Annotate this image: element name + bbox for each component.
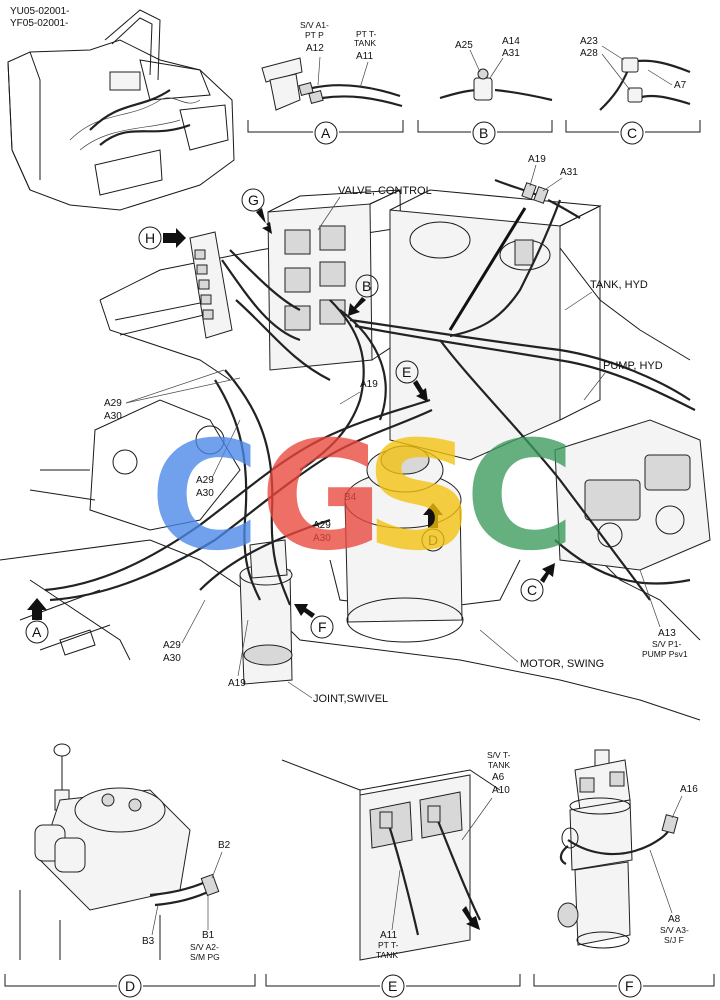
a29-low-label: A29: [163, 640, 181, 651]
detail-e-tank-label: TANK: [488, 760, 510, 770]
callout-f[interactable]: F: [294, 604, 334, 639]
a31-top-label: A31: [560, 167, 578, 178]
detail-a-sv-label: S/V A1-: [300, 20, 329, 30]
callout-c-letter: C: [527, 582, 537, 598]
detail-e-a10-label: A10: [492, 785, 510, 796]
detail-a-circle: [314, 121, 338, 145]
callout-a[interactable]: A: [25, 598, 49, 644]
detail-d-sv-a2-label: S/V A2-: [190, 942, 219, 952]
detail-c-a23-label: A23: [580, 36, 598, 47]
detail-c-a7-label: A7: [674, 80, 687, 91]
detail-b-a25-label: A25: [455, 40, 473, 51]
detail-f-sv-a3-label: S/V A3-: [660, 925, 689, 935]
a13-label: A13: [658, 628, 676, 639]
a29-center-label: A29: [196, 475, 214, 486]
detail-e-pt-t-label: PT T-: [378, 940, 399, 950]
detail-f-a8-label: A8: [668, 914, 681, 925]
detail-b-circle-letter: B: [479, 125, 488, 141]
detail-e-a6-label: A6: [492, 772, 505, 783]
detail-c-circle-letter: C: [627, 125, 637, 141]
watermark-letter-2: G: [260, 410, 383, 584]
pump-hyd-label: PUMP, HYD: [603, 360, 663, 372]
a29-red-label: A29: [313, 520, 331, 531]
callout-b[interactable]: B: [348, 274, 379, 316]
main-assembly: [0, 178, 711, 721]
detail-b-a31-label: A31: [502, 48, 520, 59]
detail-b-a14-label: A14: [502, 36, 520, 47]
detail-f-sj-f-label: S/J F: [664, 935, 684, 945]
detail-c-drawing: [599, 57, 691, 111]
a19-mid-label: A19: [360, 379, 378, 390]
a30-red-label: A30: [313, 533, 331, 544]
callout-e[interactable]: E: [395, 360, 428, 402]
callout-e-letter: E: [402, 364, 411, 380]
detail-e-circle: [381, 974, 405, 998]
sv-p1-label: S/V P1-: [652, 639, 681, 649]
detail-e-tank2-label: TANK: [376, 950, 398, 960]
detail-d-b1-label: B1: [202, 930, 215, 941]
detail-d-sm-pg-label: S/M PG: [190, 952, 220, 962]
detail-a-ptt-label: PT T-: [356, 29, 377, 39]
a19-bottom-label: A19: [228, 678, 246, 689]
callout-h-letter: H: [145, 230, 155, 246]
watermark-letter-3: S: [365, 410, 473, 584]
detail-d-circle: [118, 974, 142, 998]
callout-h[interactable]: H: [138, 226, 186, 250]
detail-d-b3-label: B3: [142, 936, 155, 947]
detail-d-drawing: [19, 743, 220, 960]
detail-d-circle-letter: D: [125, 978, 135, 994]
watermark: C G S C: [150, 410, 575, 584]
detail-b-circle: [472, 121, 496, 145]
detail-e-a11-label: A11: [380, 930, 397, 941]
detail-e-drawing: [281, 759, 501, 961]
detail-c-a28-label: A28: [580, 48, 598, 59]
callout-d[interactable]: D: [421, 503, 445, 552]
detail-a-a11-label: A11: [356, 51, 373, 62]
detail-c-circle: [620, 121, 644, 145]
watermark-letter-4: C: [465, 410, 575, 584]
serial-line-1: YU05-02001-: [10, 6, 69, 17]
a30-low-label: A30: [163, 653, 181, 664]
detail-f-a16-label: A16: [680, 784, 698, 795]
detail-f-circle: [618, 974, 642, 998]
callout-b-letter: B: [362, 278, 371, 294]
callout-d-letter: D: [428, 532, 438, 548]
watermark-letter-1: C: [150, 410, 260, 584]
detail-a-ptp-label: PT P: [305, 30, 324, 40]
detail-a-a12-label: A12: [306, 43, 324, 54]
detail-a-drawing: [261, 56, 403, 111]
detail-d-b2-label: B2: [218, 840, 231, 851]
valve-control-label: VALVE, CONTROL: [338, 185, 432, 197]
b4-label: B4: [344, 492, 357, 503]
callout-g[interactable]: G: [241, 188, 272, 234]
detail-f-drawing: [557, 749, 679, 949]
callout-g-letter: G: [248, 192, 259, 208]
detail-a-tank-label: TANK: [354, 38, 376, 48]
detail-a-circle-letter: A: [321, 125, 331, 141]
detail-e-circle-letter: E: [388, 978, 397, 994]
joint-swivel-label: JOINT,SWIVEL: [313, 693, 388, 705]
serial-line-2: YF05-02001-: [10, 18, 68, 29]
detail-b-drawing: [439, 68, 553, 102]
excavator-thumbnail: [7, 9, 235, 211]
tank-hyd-label: TANK, HYD: [590, 279, 648, 291]
a19-top-label: A19: [528, 154, 546, 165]
callout-f-letter: F: [318, 619, 327, 635]
a30-center-label: A30: [196, 488, 214, 499]
callout-a-letter: A: [32, 624, 42, 640]
a30-left-label: A30: [104, 411, 122, 422]
motor-swing-label: MOTOR, SWING: [520, 658, 604, 670]
a29-left-label: A29: [104, 398, 122, 409]
detail-f-circle-letter: F: [625, 978, 634, 994]
pump-psv1-label: PUMP Psv1: [642, 649, 688, 659]
callout-c[interactable]: C: [520, 563, 555, 602]
detail-e-sv-t-label: S/V T-: [487, 750, 511, 760]
